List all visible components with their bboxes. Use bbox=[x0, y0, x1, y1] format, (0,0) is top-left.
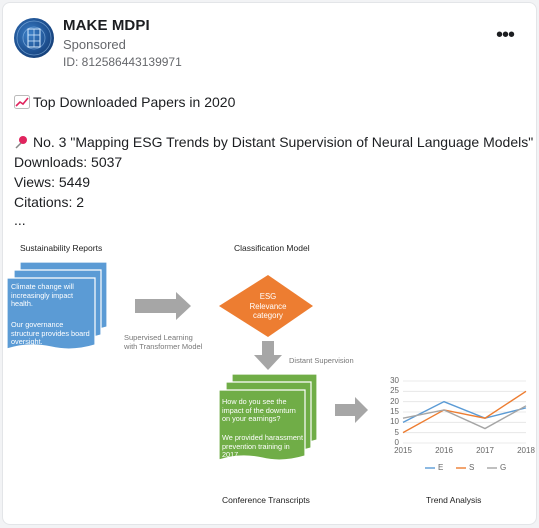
post-line-top-downloaded: Top Downloaded Papers in 2020 bbox=[14, 92, 529, 112]
post-ellipsis: ... bbox=[14, 212, 26, 228]
arrow-trend bbox=[335, 397, 368, 423]
post-line-paper-title: No. 3 "Mapping ESG Trends by Distant Sup… bbox=[14, 132, 533, 152]
sustainability-text-1: Climate change will increasingly impact … bbox=[11, 282, 74, 308]
sponsored-label: Sponsored bbox=[63, 37, 126, 52]
chart-series-line-E bbox=[402, 400, 527, 423]
supervised-label-2: with Transformer Model bbox=[124, 342, 203, 351]
post-line2-text: No. 3 "Mapping ESG Trends by Distant Sup… bbox=[33, 134, 534, 150]
chart-y-tick-label: 25 bbox=[390, 386, 399, 396]
post-citations: Citations: 2 bbox=[14, 194, 85, 210]
distant-supervision-label: Distant Supervision bbox=[289, 356, 354, 365]
chart-y-tick-label: 30 bbox=[390, 376, 399, 385]
post-line1-text: Top Downloaded Papers in 2020 bbox=[33, 94, 236, 110]
sustainability-text-2: Our governance structure provides board … bbox=[11, 320, 90, 346]
ad-id: ID: 812586443139971 bbox=[63, 55, 182, 69]
conference-title: Conference Transcripts bbox=[222, 495, 310, 505]
brand-logo-graphic bbox=[16, 20, 52, 56]
brand-avatar[interactable] bbox=[14, 18, 54, 58]
arrow-distant bbox=[254, 341, 282, 370]
more-options-button[interactable]: ••• bbox=[495, 24, 515, 46]
sustainability-doc bbox=[6, 277, 96, 350]
chart-legend-label: E bbox=[438, 463, 444, 472]
brand-name[interactable]: MAKE MDPI bbox=[63, 17, 150, 34]
chart-y-tick-label: 5 bbox=[394, 427, 399, 437]
transcript-doc bbox=[218, 389, 306, 461]
chart-legend-label: G bbox=[500, 463, 507, 472]
figure-shapes bbox=[6, 261, 527, 469]
transcript-text-1: How do you see the impact of the downtur… bbox=[222, 397, 296, 423]
chart-y-tick-label: 20 bbox=[390, 396, 399, 406]
esg-diamond bbox=[219, 275, 313, 337]
post-downloads: Downloads: 5037 bbox=[14, 154, 123, 170]
chart-x-tick-label: 2017 bbox=[476, 446, 494, 455]
chart-x-tick-label: 2015 bbox=[394, 446, 412, 455]
classification-title: Classification Model bbox=[234, 243, 310, 253]
chart-increasing-icon bbox=[14, 95, 30, 109]
chart-y-tick-label: 10 bbox=[390, 417, 399, 427]
pushpin-icon bbox=[15, 136, 27, 149]
chart-x-tick-label: 2016 bbox=[435, 446, 453, 455]
chart-y-tick-label: 15 bbox=[390, 407, 399, 416]
transcript-text-2: We provided harassment prevention traini… bbox=[222, 433, 303, 459]
esg-box-text: ESG Relevance category bbox=[249, 292, 287, 320]
paper-figure[interactable]: Sustainability Reports Classification Mo… bbox=[6, 235, 535, 515]
chart-series-line-S bbox=[402, 390, 527, 434]
sustainability-title: Sustainability Reports bbox=[20, 243, 103, 253]
chart-y-tick-label: 0 bbox=[394, 438, 399, 447]
trend-line-chart bbox=[402, 380, 527, 469]
supervised-label-1: Supervised Learning bbox=[124, 333, 193, 342]
arrow-supervised bbox=[135, 292, 191, 320]
chart-legend-label: S bbox=[469, 463, 475, 472]
trend-title: Trend Analysis bbox=[426, 495, 482, 505]
chart-series-line-G bbox=[402, 405, 527, 430]
chart-x-tick-label: 2018 bbox=[517, 446, 535, 455]
post-views: Views: 5449 bbox=[14, 174, 91, 190]
